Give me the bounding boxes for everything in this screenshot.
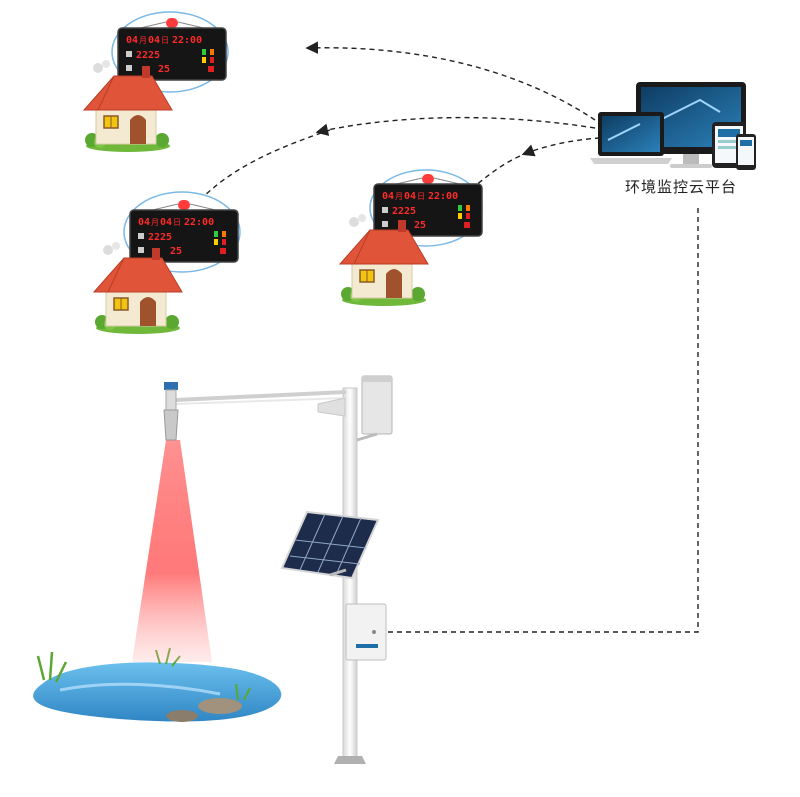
cloud-platform-label: 环境监控云平台 <box>624 178 737 196</box>
laptop-icon <box>590 112 672 164</box>
phone-icon <box>736 134 756 170</box>
cloud-platform-devices <box>590 82 756 170</box>
radar-level-sensor <box>163 382 179 441</box>
rain-gauge <box>356 375 393 442</box>
link-station-to-platform <box>388 204 699 633</box>
data-logger-box <box>345 603 387 661</box>
link-house-2-curve <box>199 129 331 201</box>
link-to-house-1 <box>305 41 596 121</box>
solar-panel <box>280 510 380 580</box>
water-pond <box>33 647 282 722</box>
link-to-house-2 <box>315 116 596 136</box>
house-site-3 <box>339 169 483 307</box>
house-site-2 <box>93 191 241 335</box>
pole-base <box>334 756 366 764</box>
radar-beam <box>132 440 212 662</box>
monitoring-station <box>163 375 393 764</box>
link-to-house-3 <box>521 137 601 157</box>
house-site-1 <box>83 11 229 153</box>
